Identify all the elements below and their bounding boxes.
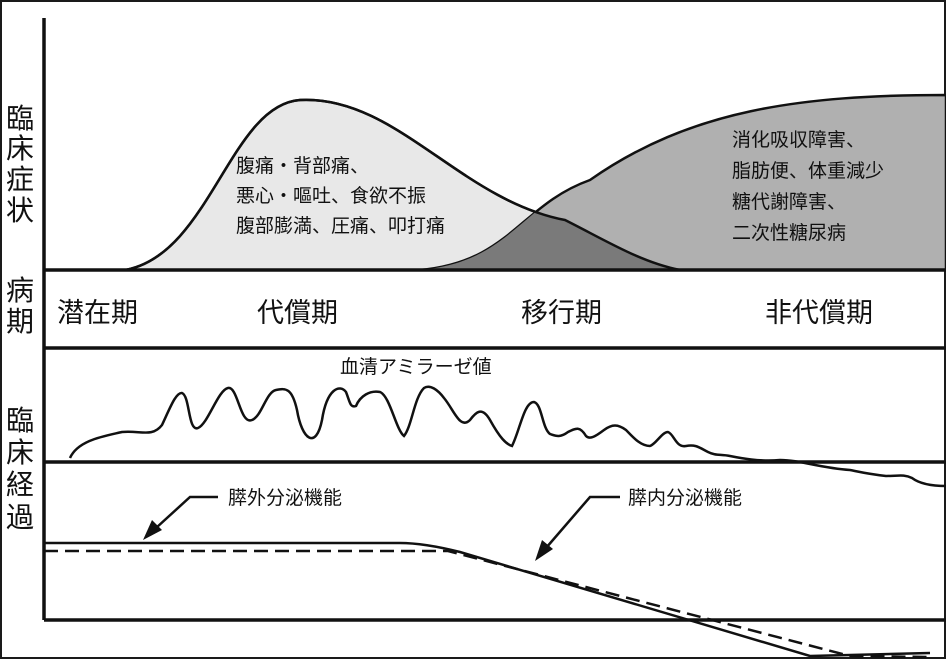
svg-text:二次性糖尿病: 二次性糖尿病 <box>732 222 846 244</box>
side-label-symptoms: 臨 床 症 状 <box>6 102 34 227</box>
svg-text:床: 床 <box>6 436 34 469</box>
svg-text:消化吸収障害、: 消化吸収障害、 <box>732 129 865 151</box>
amylase-label: 血清アミラーゼ値 <box>340 356 492 378</box>
svg-text:状: 状 <box>6 194 34 227</box>
early-symptom-list: 腹痛・背部痛、 悪心・嘔吐、食欲不振 腹部膨満、圧痛、叩打痛 <box>236 155 445 237</box>
svg-text:腹部膨満、圧痛、叩打痛: 腹部膨満、圧痛、叩打痛 <box>236 215 445 237</box>
endocrine-function-line <box>44 549 931 659</box>
side-label-course: 臨 床 経 過 <box>6 404 34 534</box>
svg-text:期: 期 <box>6 305 34 338</box>
amylase-curve <box>68 385 946 488</box>
phase-decompensated: 非代償期 <box>765 298 873 329</box>
svg-text:症: 症 <box>6 163 34 196</box>
svg-text:腹痛・背部痛、: 腹痛・背部痛、 <box>236 155 369 177</box>
exocrine-function-line <box>44 541 931 658</box>
svg-text:臨: 臨 <box>6 102 34 135</box>
late-symptom-list: 消化吸収障害、 脂肪便、体重減少 糖代謝障害、 二次性糖尿病 <box>732 129 884 244</box>
svg-text:経: 経 <box>6 468 34 501</box>
exocrine-label: 膵外分泌機能 <box>228 487 342 509</box>
svg-text:病: 病 <box>6 274 34 307</box>
phase-transitional: 移行期 <box>521 298 602 329</box>
side-label-stage: 病 期 <box>6 274 34 338</box>
endocrine-arrow <box>535 495 620 561</box>
svg-text:悪心・嘔吐、食欲不振: 悪心・嘔吐、食欲不振 <box>236 185 426 207</box>
svg-text:床: 床 <box>6 132 34 165</box>
svg-text:臨: 臨 <box>6 404 34 437</box>
svg-text:糖代謝障害、: 糖代謝障害、 <box>732 191 846 213</box>
exocrine-arrow <box>143 495 218 540</box>
early-symptom-outline <box>124 98 681 272</box>
svg-text:過: 過 <box>6 501 34 534</box>
svg-text:脂肪便、体重減少: 脂肪便、体重減少 <box>732 160 884 182</box>
endocrine-label: 膵内分泌機能 <box>628 487 742 509</box>
overlap-region <box>420 99 680 270</box>
phase-latent: 潜在期 <box>57 298 138 329</box>
phase-compensated: 代償期 <box>257 298 338 329</box>
